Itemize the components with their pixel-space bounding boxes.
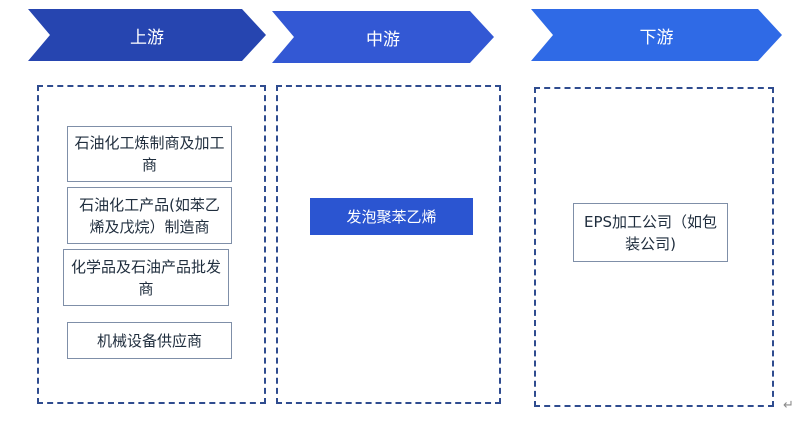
stage-label-midstream: 中游 xyxy=(366,29,400,50)
chevron-shape-midstream xyxy=(272,11,494,63)
stage-label-downstream: 下游 xyxy=(639,27,674,48)
stage-chevron-midstream: 中游 xyxy=(272,11,494,63)
upstream-item-refiners: 石油化工炼制商及加工商 xyxy=(67,126,232,182)
upstream-container xyxy=(37,85,266,404)
upstream-item-equipment-suppliers: 机械设备供应商 xyxy=(67,322,232,359)
downstream-item-eps-processors: EPS加工公司（如包装公司) xyxy=(573,203,728,262)
downstream-container xyxy=(534,87,774,407)
stage-chevron-downstream: 下游 xyxy=(531,9,782,61)
upstream-item-wholesalers: 化学品及石油产品批发商 xyxy=(63,249,229,306)
chevron-shape-downstream xyxy=(531,9,782,61)
midstream-container xyxy=(276,85,501,404)
chevron-shape-upstream xyxy=(28,9,266,61)
stage-label-upstream: 上游 xyxy=(130,27,164,48)
return-mark: ↵ xyxy=(783,398,794,413)
stage-chevron-upstream: 上游 xyxy=(28,9,266,61)
midstream-item-eps: 发泡聚苯乙烯 xyxy=(310,198,473,235)
upstream-item-manufacturers: 石油化工产品(如苯乙烯及戊烷）制造商 xyxy=(67,187,232,244)
